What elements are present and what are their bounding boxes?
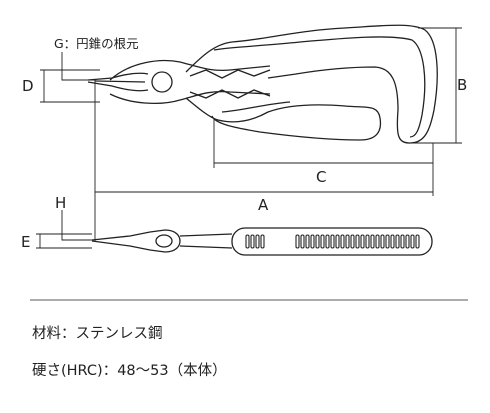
side-shank	[179, 233, 233, 249]
dim-label-c: C	[316, 168, 326, 186]
dimension-lines	[30, 27, 468, 301]
dim-label-h: H	[55, 194, 66, 212]
dim-label-e: E	[21, 233, 30, 251]
upper-jaw	[87, 72, 149, 81]
upper-handle-outer	[185, 24, 438, 144]
lower-jaw	[87, 81, 149, 92]
dim-label-b: B	[457, 76, 467, 94]
spring-lower	[189, 89, 271, 99]
spring-upper	[189, 69, 271, 79]
jaw-tip-line	[94, 80, 146, 83]
spec-hardness: 硬さ(HRC)：48～53（本体）	[32, 363, 227, 379]
h-leader	[61, 210, 96, 241]
dim-label-d: D	[22, 77, 34, 95]
upper-handle-inner	[213, 36, 426, 138]
side-pivot-rivet	[155, 234, 173, 248]
g-leader	[61, 52, 95, 81]
pivot-circle	[151, 71, 173, 93]
lower-handle-outer	[185, 97, 382, 141]
spec-material: 材料：ステンレス鋼	[32, 326, 163, 342]
side-nose	[91, 231, 151, 251]
pliers-top-view	[87, 24, 438, 144]
lower-handle-inner	[221, 101, 291, 113]
pliers-side-view	[91, 227, 433, 256]
side-pivot	[149, 229, 181, 253]
side-grip	[231, 227, 433, 256]
g-callout-label: G：円錐の根元	[54, 36, 139, 51]
side-grip-ribs	[245, 234, 420, 249]
dim-label-a: A	[258, 196, 269, 214]
